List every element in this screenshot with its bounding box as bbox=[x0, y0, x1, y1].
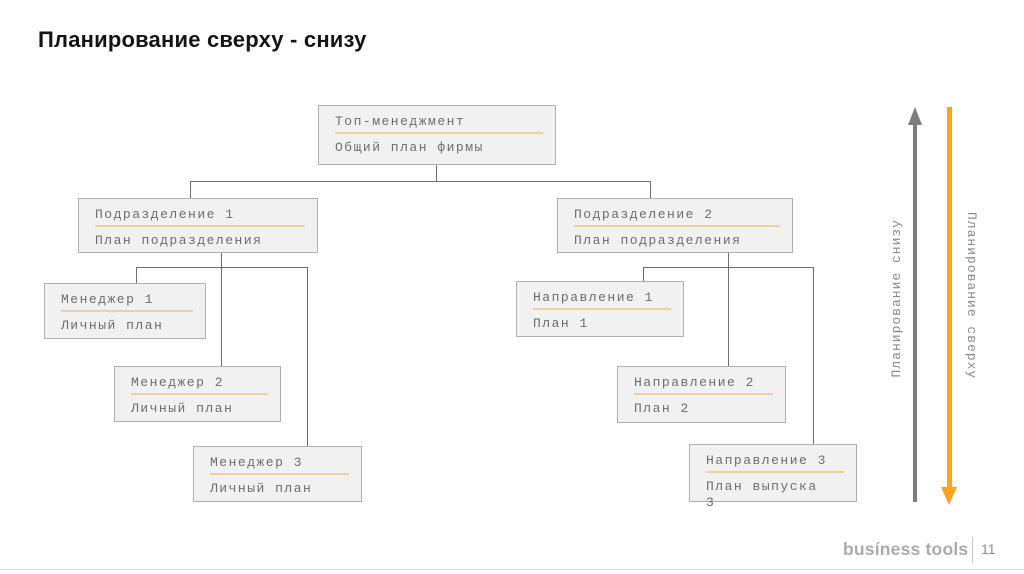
underline-divider bbox=[131, 393, 268, 395]
connector-line bbox=[643, 267, 813, 268]
connector-line bbox=[136, 267, 137, 283]
node-title: Направление 1 bbox=[533, 290, 654, 305]
bottom-up-planning-label: Планирование снизу bbox=[889, 219, 904, 378]
underline-divider bbox=[61, 310, 193, 312]
node-subtitle: Общий план фирмы bbox=[335, 140, 484, 155]
underline-divider bbox=[335, 132, 543, 134]
org-node-division-2: Подразделение 2 План подразделения bbox=[557, 198, 793, 253]
connector-line bbox=[650, 181, 651, 198]
node-subtitle: Личный план bbox=[61, 318, 164, 333]
node-title: Менеджер 1 bbox=[61, 292, 155, 307]
org-node-manager-1: Менеджер 1 Личный план bbox=[44, 283, 206, 339]
org-node-direction-2: Направление 2 План 2 bbox=[617, 366, 786, 423]
node-title: Подразделение 2 bbox=[574, 207, 714, 222]
connector-line bbox=[813, 267, 814, 444]
connector-line bbox=[190, 181, 191, 198]
node-subtitle: План подразделения bbox=[95, 233, 263, 248]
node-title: Подразделение 1 bbox=[95, 207, 235, 222]
org-node-top-management: Топ-менеджмент Общий план фирмы bbox=[318, 105, 556, 165]
connector-line bbox=[136, 267, 307, 268]
node-title: Менеджер 2 bbox=[131, 375, 225, 390]
org-node-division-1: Подразделение 1 План подразделения bbox=[78, 198, 318, 253]
node-subtitle: План 1 bbox=[533, 316, 589, 331]
node-title: Топ-менеджмент bbox=[335, 114, 466, 129]
top-down-planning-label: Планирование сверху bbox=[964, 212, 979, 380]
business-tools-logo: busíness tools bbox=[843, 539, 969, 559]
node-title: Менеджер 3 bbox=[210, 455, 304, 470]
up-arrow-shaft bbox=[913, 124, 917, 502]
page-number: 11 bbox=[981, 541, 996, 557]
connector-line bbox=[190, 181, 650, 182]
node-subtitle: Личный план bbox=[131, 401, 234, 416]
node-title: Направление 3 bbox=[706, 453, 827, 468]
underline-divider bbox=[210, 473, 349, 475]
node-subtitle: План выпуска 3 bbox=[706, 479, 818, 510]
node-title: Направление 2 bbox=[634, 375, 755, 390]
org-node-manager-2: Менеджер 2 Личный план bbox=[114, 366, 281, 422]
underline-divider bbox=[634, 393, 773, 395]
node-subtitle: План 2 bbox=[634, 401, 690, 416]
connector-line bbox=[728, 253, 729, 366]
underline-divider bbox=[706, 471, 844, 473]
footer-rule bbox=[0, 569, 1024, 570]
org-node-direction-3: Направление 3 План выпуска 3 bbox=[689, 444, 857, 510]
node-subtitle: План подразделения bbox=[574, 233, 742, 248]
connector-line bbox=[643, 267, 644, 281]
up-arrow-icon bbox=[908, 107, 922, 125]
node-subtitle: Личный план bbox=[210, 481, 313, 496]
down-arrow-icon bbox=[941, 487, 957, 505]
slide-title: Планирование сверху - снизу bbox=[38, 27, 367, 52]
down-arrow-shaft bbox=[947, 107, 952, 487]
underline-divider bbox=[574, 225, 780, 227]
org-node-manager-3: Менеджер 3 Личный план bbox=[193, 446, 362, 502]
underline-divider bbox=[95, 225, 305, 227]
connector-line bbox=[221, 253, 222, 366]
underline-divider bbox=[533, 308, 671, 310]
org-node-direction-1: Направление 1 План 1 bbox=[516, 281, 684, 337]
connector-line bbox=[436, 165, 437, 181]
connector-line bbox=[307, 267, 308, 446]
footer-divider bbox=[972, 537, 973, 563]
